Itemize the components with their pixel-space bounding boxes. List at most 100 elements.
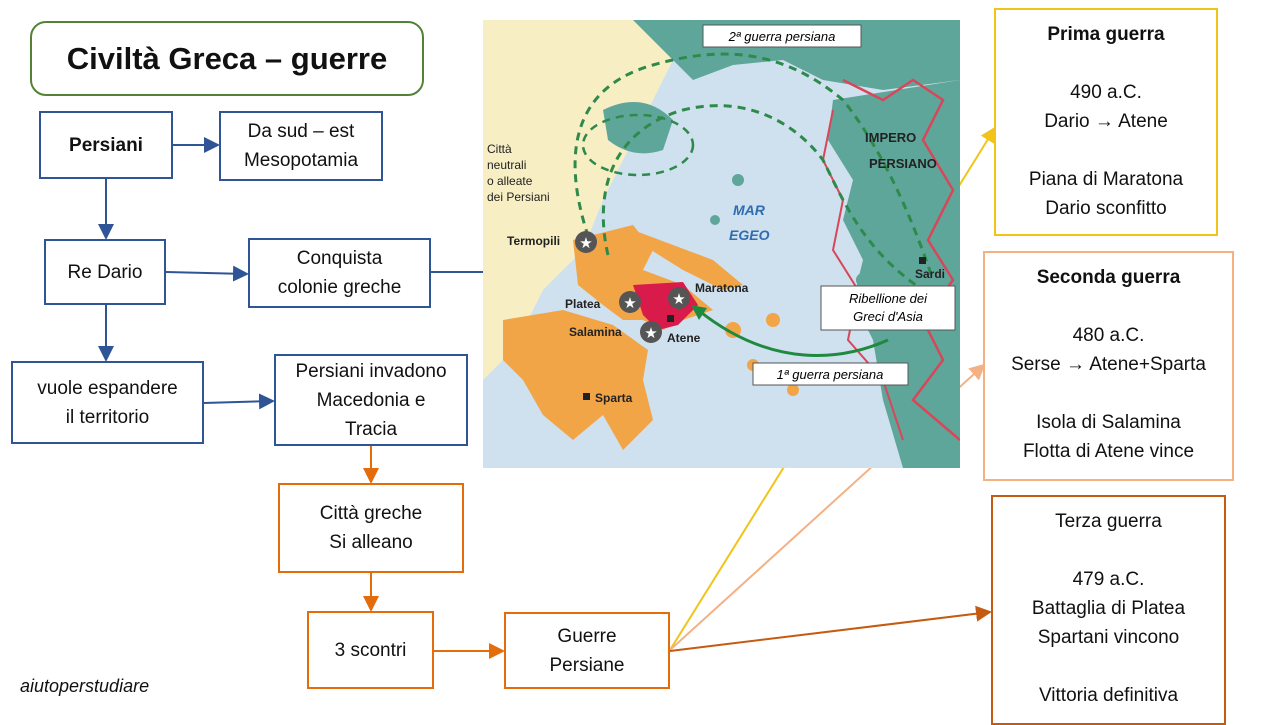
map-island [766, 313, 780, 327]
box-guerre-line2: Persiane [549, 654, 625, 676]
box-invadono-line3: Tracia [344, 418, 398, 440]
prima-guerra-line: 490 a.C. [1070, 82, 1142, 103]
prima-guerra-title: Prima guerra [1047, 24, 1165, 45]
map-land-peloponnese [503, 310, 653, 450]
map-island [787, 384, 799, 396]
box-citta-line1: Città greche [319, 503, 423, 524]
svg-text:★: ★ [672, 291, 685, 308]
info-box-terza-guerra: Terza guerra 479 a.C. Battaglia di Plate… [991, 495, 1226, 725]
map-island [856, 273, 870, 287]
seconda-guerra-line [985, 379, 1232, 408]
terza-guerra-title: Terza guerra [1055, 511, 1162, 532]
map-route-second-war-loop [581, 113, 695, 177]
map-label-neutrali-4: dei Persiani [487, 190, 550, 204]
box-citta-greche: Città greche Si alleano [278, 483, 464, 573]
terza-guerra-line: Spartani vincono [1037, 627, 1180, 648]
box-persiani-invadono: Persiani invadono Macedonia e Tracia [274, 354, 468, 446]
map-label-egeo: EGEO [729, 227, 770, 243]
map-label-mar: MAR [733, 202, 766, 218]
map-label-box-prima: 1ª guerra persiana [752, 362, 909, 386]
box-scontri-label: 3 scontri [334, 639, 407, 661]
map-label-persiano: PERSIANO [869, 156, 937, 171]
info-box-seconda-guerra: Seconda guerra 480 a.C. Serse → Atene+Sp… [983, 251, 1234, 481]
prima-guerra-line [996, 136, 1216, 165]
map-label-salamina: Salamina [569, 325, 622, 339]
box-guerre-line1: Guerre [557, 625, 617, 647]
box-conquista-line1: Conquista [296, 248, 383, 269]
map-label-box-seconda: 2ª guerra persiana [702, 24, 862, 48]
seconda-guerra-line: Isola di Salamina [1036, 412, 1181, 433]
map-label-neutrali-3: o alleate [487, 174, 533, 188]
star-icon-salamina: ★ [640, 321, 662, 343]
seconda-guerra-line: 480 a.C. [1072, 325, 1145, 346]
arrow-vuole-to-invadono [203, 393, 275, 410]
star-icon-maratona: ★ [668, 287, 690, 309]
map-label-termopili: Termopili [507, 234, 560, 248]
map-label-maratona: Maratona [695, 281, 749, 295]
prima-guerra-line: Dario → Atene [1044, 111, 1168, 132]
map-route-second-war-inner [601, 104, 924, 292]
map-label-sardi: Sardi [915, 267, 945, 281]
map-land-euboea [633, 230, 743, 290]
map-label-ribellione-1: Ribellione dei [849, 291, 928, 306]
box-3-scontri: 3 scontri [307, 611, 434, 689]
box-vuole-espandere: vuole espandere il territorio [11, 361, 204, 444]
star-icon-termopili: ★ [575, 231, 597, 253]
city-marker-sparta [583, 393, 590, 400]
terza-guerra-line: 479 a.C. [1072, 569, 1145, 590]
map-label-box-ribellione: Ribellione dei Greci d'Asia [820, 285, 956, 331]
line-guerre-to-terza [669, 605, 992, 652]
box-persiani-label: Persiani [69, 134, 143, 156]
city-marker-sardi [919, 257, 926, 264]
map-land-persia [828, 80, 960, 468]
box-re-dario: Re Dario [44, 239, 166, 305]
box-vuole-line1: vuole espandere [37, 377, 178, 399]
box-conquista: Conquista colonie greche [248, 238, 431, 308]
box-invadono-line2: Macedonia e [316, 389, 426, 411]
map-land-chalcidice [603, 102, 673, 154]
box-re-dario-label: Re Dario [67, 261, 143, 283]
map-label-neutrali-2: neutrali [487, 158, 526, 172]
map-label-atene: Atene [667, 331, 701, 345]
map-label-seconda-guerra: 2ª guerra persiana [728, 29, 836, 44]
box-persiani: Persiani [39, 111, 173, 179]
svg-text:★: ★ [644, 325, 657, 342]
prima-guerra-line: Piana di Maratona [1028, 169, 1184, 190]
map-persia-border [842, 78, 960, 441]
terza-guerra-line: Battaglia di Platea [1031, 598, 1186, 619]
seconda-guerra-line: Flotta di Atene vince [1022, 441, 1195, 462]
seconda-guerra-title: Seconda guerra [1036, 267, 1181, 288]
prima-guerra-line: Dario sconfitto [1045, 198, 1167, 219]
box-da-sud-est-line2: Mesopotamia [243, 150, 359, 171]
terza-guerra-line: Vittoria definitiva [1038, 685, 1179, 706]
map-label-impero: IMPERO [865, 130, 916, 145]
svg-text:★: ★ [579, 235, 592, 252]
box-da-sud-est: Da sud – est Mesopotamia [219, 111, 383, 181]
box-da-sud-est-line1: Da sud – est [247, 121, 355, 142]
watermark: aiutoperstudiare [20, 676, 150, 696]
arrow-dario-to-conquista [165, 265, 249, 282]
map-island [732, 174, 744, 186]
map-label-prima-guerra: 1ª guerra persiana [777, 367, 884, 382]
seconda-guerra-line: Serse → Atene+Sparta [1011, 354, 1206, 375]
map-label-platea: Platea [565, 297, 601, 311]
box-invadono-line1: Persiani invadono [295, 360, 447, 382]
box-vuole-line2: il territorio [65, 406, 150, 428]
map-label-ribellione-2: Greci d'Asia [853, 309, 923, 324]
box-citta-line2: Si alleano [329, 532, 413, 553]
map-label-sparta: Sparta [595, 391, 633, 405]
map-label-neutrali-1: Città [487, 142, 512, 156]
box-conquista-line2: colonie greche [277, 277, 402, 298]
star-icon-platea: ★ [619, 291, 641, 313]
map-route-first-war-head [691, 305, 707, 320]
map-island [710, 215, 720, 225]
city-marker-atene [667, 315, 674, 322]
box-guerre-persiane: Guerre Persiane [504, 612, 670, 689]
map-persian-wars: ★ ★ ★ ★ Città neutrali o alleate dei Per… [483, 20, 960, 468]
map-route-first-war [697, 308, 889, 357]
map-route-second-war [573, 52, 935, 281]
info-box-prima-guerra: Prima guerra 490 a.C. Dario → Atene Pian… [994, 8, 1218, 236]
terza-guerra-line [993, 652, 1224, 681]
svg-text:★: ★ [623, 295, 636, 312]
page-title: Civiltà Greca – guerre [30, 21, 424, 96]
